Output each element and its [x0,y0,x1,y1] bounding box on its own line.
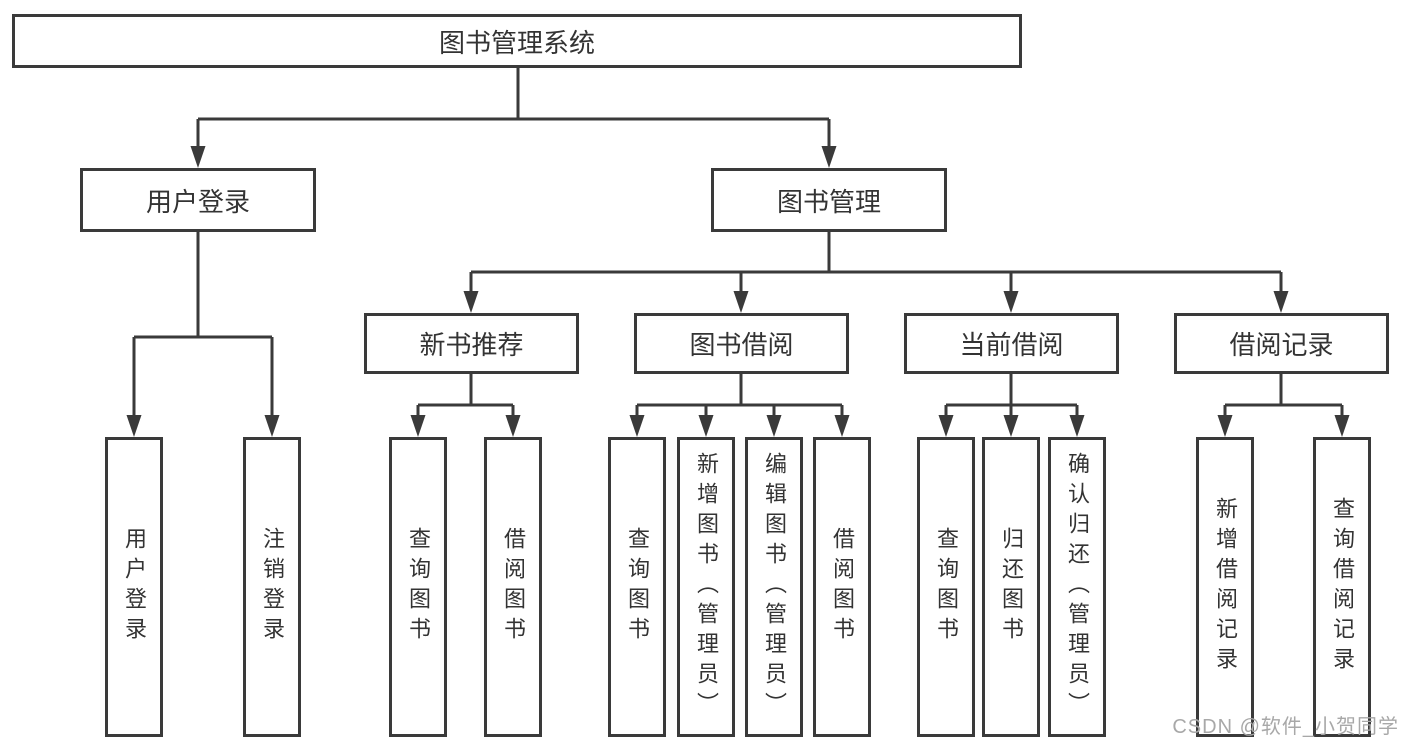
leaf-query-books-current: 查询图书 [917,437,975,737]
branch-current-borrow [944,374,1079,419]
node-label: 注销登录 [260,527,285,647]
node-current-borrow: 当前借阅 [904,313,1119,374]
leaf-logout: 注销登录 [243,437,301,737]
leaf-user-login: 用户登录 [105,437,163,737]
node-label: 借阅图书 [830,527,855,647]
node-borrow-record: 借阅记录 [1174,313,1389,374]
node-label: 图书借阅 [689,330,794,360]
node-label: 借阅记录 [1229,330,1334,360]
node-label: 当前借阅 [959,330,1064,360]
leaf-borrow-books: 借阅图书 [813,437,871,737]
node-label: 新书推荐 [419,330,524,360]
leaf-add-book-admin: 新增图书（管理员） [677,437,735,737]
watermark-text: CSDN @软件_小贺同学 [1172,716,1399,738]
node-book-borrow: 图书借阅 [634,313,849,374]
node-label: 借阅图书 [501,527,526,647]
node-label: 查询图书 [934,527,959,647]
leaf-edit-book-admin: 编辑图书（管理员） [745,437,803,737]
branch-new-book [416,374,515,419]
leaf-borrow-books-recommend: 借阅图书 [484,437,542,737]
node-label: 编辑图书（管理员） [762,452,787,722]
node-label: 图书管理系统 [438,27,595,58]
leaf-query-borrow-record: 查询借阅记录 [1313,437,1371,737]
leaf-add-borrow-record: 新增借阅记录 [1196,437,1254,737]
node-label: 新增图书（管理员） [694,452,719,722]
node-label: 用户登录 [145,186,250,217]
node-label: 新增借阅记录 [1213,497,1238,677]
node-user-login-branch: 用户登录 [80,168,316,232]
leaf-query-books-recommend: 查询图书 [389,437,447,737]
node-label: 归还图书 [999,527,1024,647]
node-label: 查询借阅记录 [1330,497,1355,677]
leaf-confirm-return-admin: 确认归还（管理员） [1048,437,1106,737]
node-label: 查询图书 [625,527,650,647]
leaf-return-book: 归还图书 [982,437,1040,737]
arrowheads [126,146,1350,437]
branch-book-borrow [635,374,844,419]
node-label: 确认归还（管理员） [1065,452,1090,722]
node-book-management-branch: 图书管理 [711,168,947,232]
node-library-management-system: 图书管理系统 [12,14,1022,68]
node-label: 图书管理 [776,186,881,217]
branch-root [196,68,831,150]
node-new-book-recommend: 新书推荐 [364,313,579,374]
branch-user-login [132,232,274,419]
branch-book-management [469,232,1283,295]
node-label: 用户登录 [122,527,147,647]
leaf-query-books-borrow: 查询图书 [608,437,666,737]
node-label: 查询图书 [406,527,431,647]
branch-borrow-record [1223,374,1344,419]
